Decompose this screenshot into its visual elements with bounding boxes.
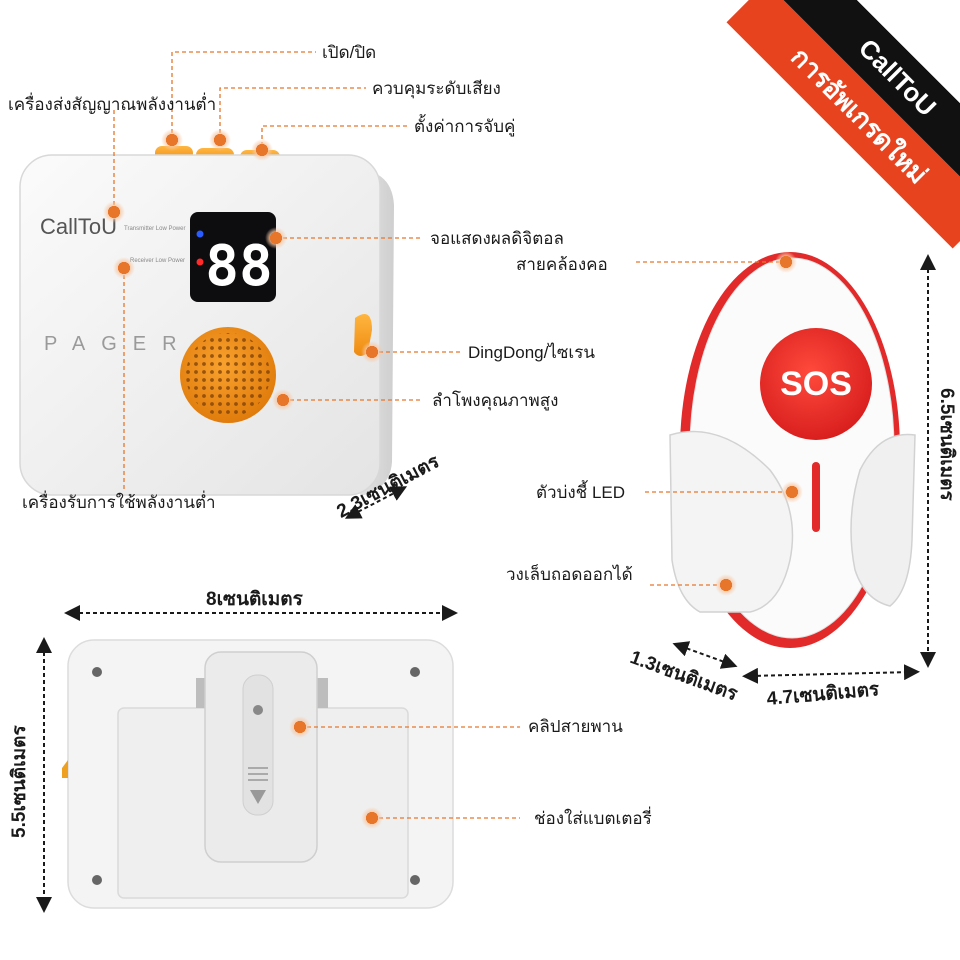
orange-edge	[62, 760, 68, 778]
dimension-arrows	[36, 254, 936, 913]
callout-receiver-low-power: เครื่องรับการใช้พลังงานต่ำ	[22, 493, 216, 512]
callout-speaker: ลำโพงคุณภาพสูง	[432, 391, 559, 410]
sos-button[interactable]	[760, 328, 872, 440]
callout-battery: ช่องใส่แบตเตอรี่	[534, 809, 652, 828]
digital-display	[190, 212, 276, 302]
pager-back	[62, 639, 454, 909]
dimension-pager-height: 5.5เซนติเมตร	[9, 725, 30, 838]
receiver-led-red	[196, 258, 204, 266]
pager-body	[19, 154, 381, 496]
callout-transmitter-low-power: เครื่องส่งสัญญาณพลังงานต่ำ	[8, 95, 217, 114]
transmitter-indicator-label: Transmitter Low Power	[124, 226, 185, 232]
removable-bracket[interactable]	[669, 430, 794, 613]
screw	[410, 667, 420, 677]
receiver-indicator-label: Receiver Low Power	[130, 258, 185, 264]
callout-power: เปิด/ปิด	[322, 43, 377, 62]
display-digits: 88	[205, 234, 272, 299]
callout-lanyard: สายคล้องคอ	[516, 255, 608, 274]
screw	[92, 875, 102, 885]
pager-front: 88 CallToU Transmitter Low Power Receive…	[19, 146, 394, 496]
callout-pairing: ตั้งค่าการจับคู่	[414, 117, 516, 136]
callout-volume: ควบคุมระดับเสียง	[372, 79, 501, 98]
callout-removable-ring: วงเล็บถอดออกได้	[506, 565, 633, 584]
clip-arrow	[250, 790, 266, 804]
callout-belt-clip: คลิปสายพาน	[528, 717, 623, 736]
sos-label[interactable]: SOS	[780, 365, 852, 403]
callout-dots	[103, 129, 803, 829]
callout-led-indicator: ตัวบ่งชี้ LED	[536, 483, 626, 502]
removable-bracket-right[interactable]	[850, 433, 916, 607]
device-model: PAGER	[44, 333, 193, 355]
callout-lines	[113, 51, 792, 819]
clip-screw	[253, 705, 263, 715]
transmitter-led-blue	[196, 230, 204, 238]
sos-device: SOS	[669, 252, 916, 648]
led-strip	[812, 462, 820, 532]
speaker-holes	[186, 333, 270, 417]
dimension-button-height: 6.5เซนติเมตร	[936, 388, 957, 501]
callout-digital-display: จอแสดงผลดิจิตอล	[430, 229, 564, 248]
screw	[410, 875, 420, 885]
screw	[92, 667, 102, 677]
device-logo: CallToU	[40, 214, 117, 239]
dimension-pager-width: 8เซนติเมตร	[206, 589, 303, 610]
callout-dingdong-siren: DingDong/ไซเรน	[468, 343, 595, 362]
